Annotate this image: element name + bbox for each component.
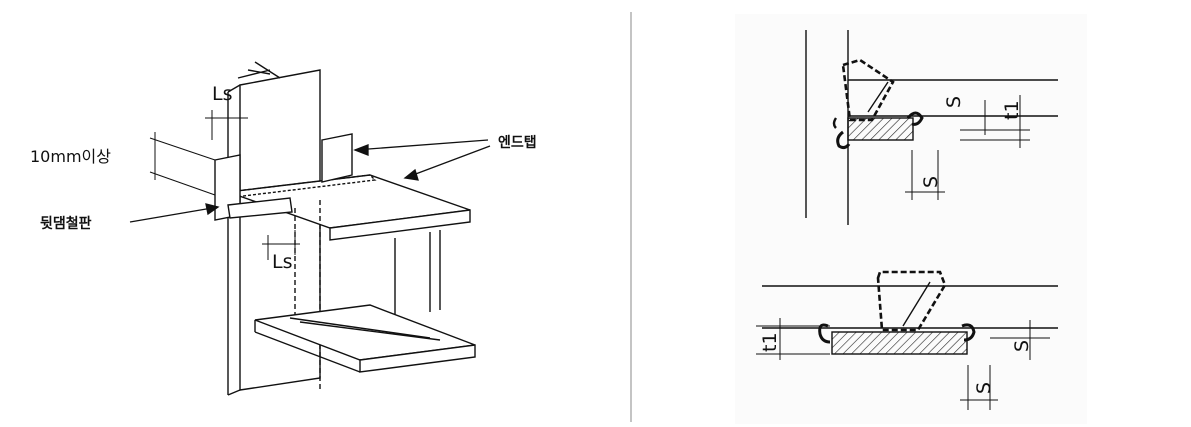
column-flange: [227, 61, 321, 396]
bottom-weld-detail: [756, 270, 1058, 410]
top-s-label: S: [943, 96, 965, 108]
end-tab-leader: [353, 139, 491, 181]
ls-bottom-label: Ls: [272, 251, 292, 273]
bottom-s-bottom-label: S: [973, 382, 995, 394]
end-tab-right: [321, 133, 353, 183]
top-s-bottom-label: S: [920, 176, 942, 188]
bottom-t1-label: t1: [759, 332, 781, 352]
backing-plate: [227, 197, 293, 219]
beam-bottom-flange: [254, 304, 476, 373]
right-panel-background: [735, 14, 1087, 424]
ls-top-dimension: [205, 105, 248, 140]
backing-leader: [129, 203, 220, 223]
thickness-dimension: [149, 132, 216, 196]
end-tab-label: 엔드탭: [498, 134, 537, 151]
ls-bottom-dimension: [262, 230, 300, 260]
beam-web: [294, 200, 441, 390]
ls-top-label: Ls: [212, 83, 232, 105]
backing-plate-label: 뒷댐철판: [40, 215, 92, 232]
left-isometric-figure: [129, 61, 491, 396]
top-t1-label: t1: [1001, 100, 1023, 120]
top-weld-detail: [805, 30, 1058, 225]
thickness-label: 10mm이상: [30, 147, 111, 166]
bottom-s-right-label: S: [1011, 340, 1033, 352]
